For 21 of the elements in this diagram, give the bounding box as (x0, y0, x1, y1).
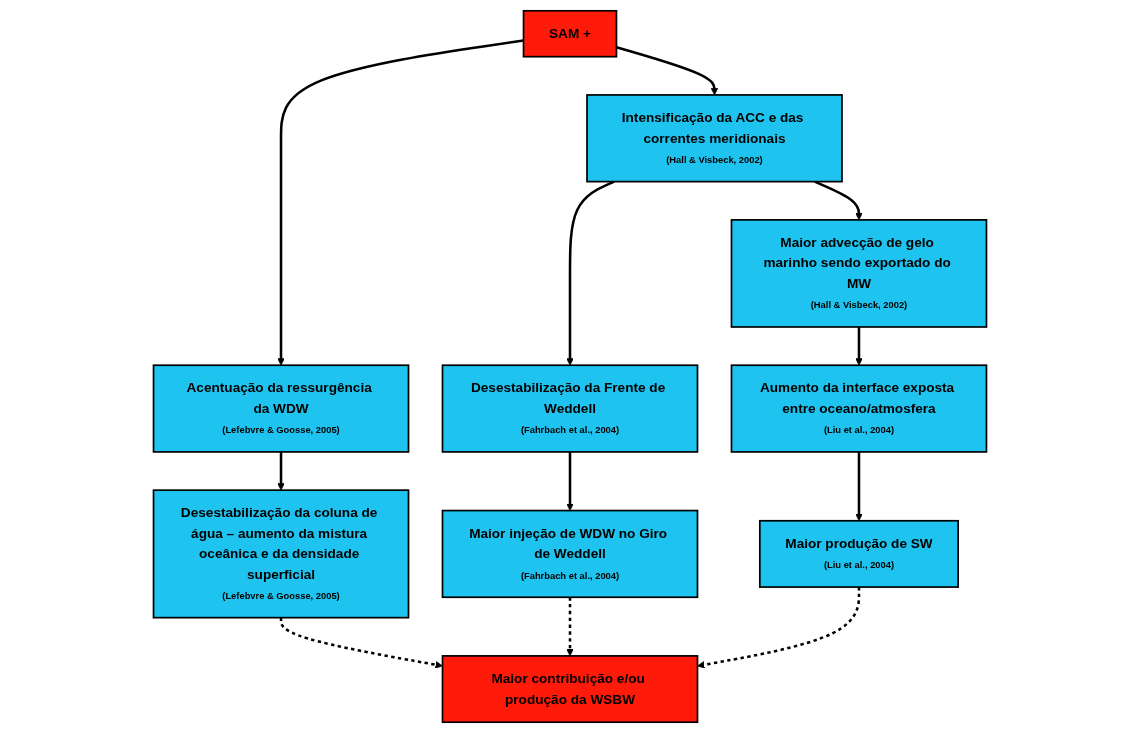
node-box: Maior injeção de WDW no Giro de Weddell (Fahrbach et al., 2004) (441, 509, 698, 599)
arrow (615, 46, 718, 96)
node-box: Intensificação da ACC e das correntes meridionais (Hall & Visbeck, 2002) (585, 94, 843, 183)
node-box: Maior produção de SW (Liu et al., 2004) (758, 519, 959, 588)
node-box: SAM + (522, 9, 617, 58)
node-box: Aumento da interface exposta entre oceano/atmosfera (Liu et al., 2004) (730, 364, 987, 453)
arrow (276, 39, 524, 366)
node-box: Maior contribuição e/ou produção da WSBW (441, 655, 698, 724)
arrow (565, 597, 574, 657)
arrow (854, 327, 863, 366)
node-box: Desestabilização da coluna de água – aumento da mistura oceânica e da densidade superficial (Lefebvre & Goosse, 2005) (152, 489, 409, 619)
node-box: Acentuação da ressurgência da WDW (Lefebvre & Goosse, 2005) (152, 364, 409, 453)
arrow (565, 180, 615, 366)
arrow (565, 451, 574, 511)
node-box: Desestabilização da Frente de Weddell (Fahrbach et al., 2004) (441, 364, 698, 453)
arrow (276, 451, 285, 491)
arrow (696, 587, 860, 669)
arrow (813, 180, 863, 221)
arrow (854, 451, 863, 522)
node-box: Maior advecção de gelo marinho sendo exportado do MW (Hall & Visbeck, 2002) (730, 219, 987, 328)
arrow (279, 617, 443, 669)
